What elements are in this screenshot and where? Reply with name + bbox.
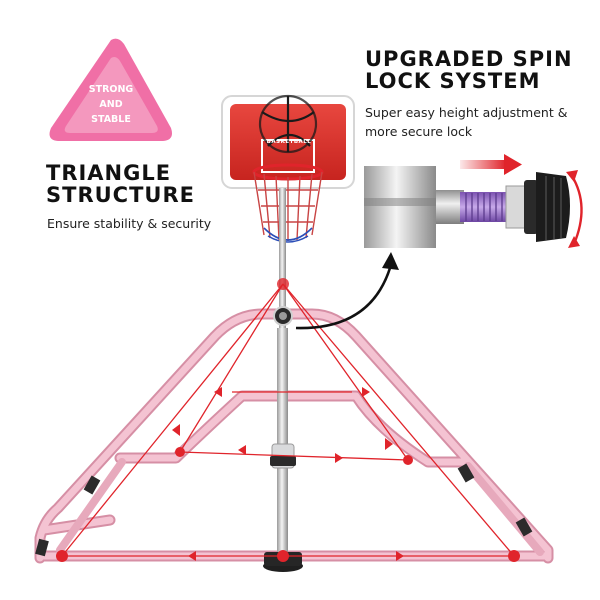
spin-lock-detail (364, 166, 570, 248)
guide-joint-markers (56, 278, 520, 562)
basketball-icon (258, 94, 318, 154)
backboard (221, 94, 355, 189)
badge-text-line-1: STRONG (88, 84, 134, 95)
curved-pointer-arrow-icon (295, 252, 399, 330)
title-line-2: STRUCTURE (46, 183, 195, 208)
badge-text-line-3: STABLE (91, 114, 131, 125)
title-line-1: UPGRADED SPIN (365, 47, 573, 71)
spin-lock-title: UPGRADED SPIN LOCK SYSTEM (365, 48, 573, 92)
pink-triangle-frame (34, 308, 554, 564)
backboard-text: BASKETBALL (266, 139, 312, 145)
subtitle-line-1: Super easy height adjustment & (365, 105, 568, 120)
subtitle-line-2: more secure lock (365, 123, 473, 139)
spin-lock-knob-icon (524, 172, 570, 242)
title-line-2: LOCK SYSTEM (365, 69, 541, 94)
badge-text-line-2: AND (99, 99, 123, 110)
basketball-net (252, 163, 324, 243)
title-line-1: TRIANGLE (46, 161, 172, 185)
pull-direction-arrow-icon (460, 154, 522, 175)
rotation-arrow-icon (566, 170, 583, 248)
triangle-structure-subtitle: Ensure stability & security (47, 216, 212, 231)
spin-lock-subtitle: Super easy height adjustment & more secu… (365, 104, 590, 142)
triangle-structure-title: TRIANGLE STRUCTURE (46, 162, 195, 206)
center-pole (263, 188, 303, 572)
triangle-badge-icon (49, 38, 172, 141)
